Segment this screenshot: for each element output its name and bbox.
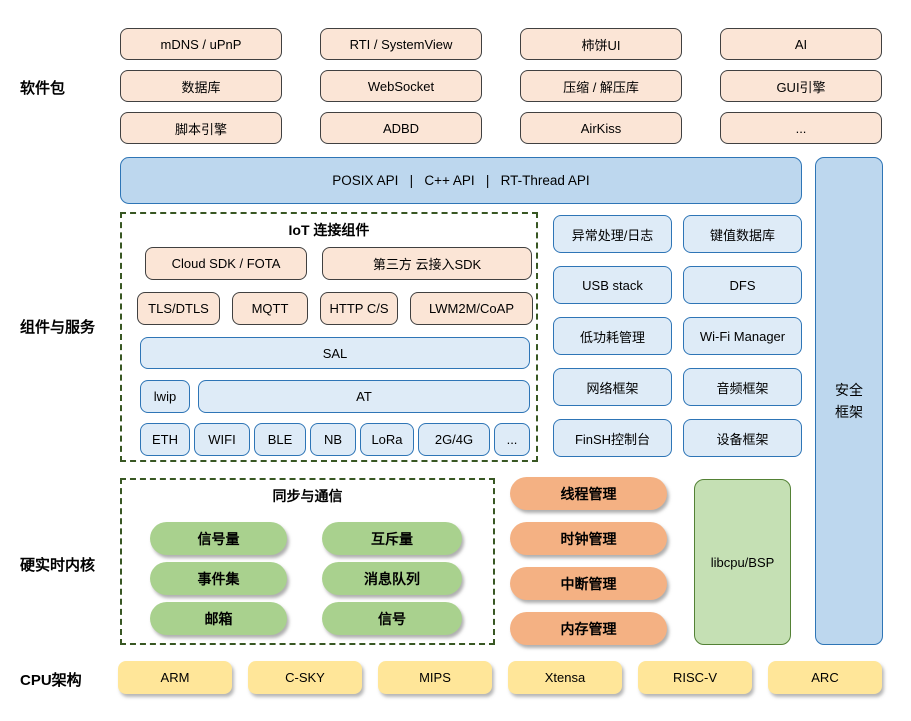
package-box: AI [720,28,882,60]
sync-item: 邮箱 [150,602,287,635]
package-box: AirKiss [520,112,682,144]
service-box: 键值数据库 [683,215,802,253]
package-box: WebSocket [320,70,482,102]
cpu-arch-box: Xtensa [508,661,622,694]
link-box: ETH [140,423,190,456]
cpu-arch-box: RISC-V [638,661,752,694]
iot-components-group: IoT 连接组件 Cloud SDK / FOTA 第三方 云接入SDK TLS… [120,212,538,462]
package-box: 脚本引擎 [120,112,282,144]
iot-group-title: IoT 连接组件 [288,222,370,238]
package-box: RTI / SystemView [320,28,482,60]
security-framework-label-line1: 安全 [835,381,863,398]
service-box: DFS [683,266,802,304]
at-box: AT [198,380,530,413]
service-box: 设备框架 [683,419,802,457]
protocol-box: HTTP C/S [320,292,398,325]
lwip-box: lwip [140,380,190,413]
sal-box: SAL [140,337,530,369]
sync-item: 信号 [322,602,462,635]
section-label-cpu: CPU架构 [20,672,82,689]
service-box: Wi-Fi Manager [683,317,802,355]
services-group: 异常处理/日志 键值数据库 USB stack DFS 低功耗管理 Wi-Fi … [553,215,802,457]
sync-group-title: 同步与通信 [272,488,343,504]
iot-cloud-row: Cloud SDK / FOTA 第三方 云接入SDK [145,247,532,280]
section-label-packages: 软件包 [20,80,66,97]
section-label-kernel: 硬实时内核 [20,557,96,574]
protocol-box: TLS/DTLS [137,292,220,325]
link-box: LoRa [360,423,414,456]
package-box: 压缩 / 解压库 [520,70,682,102]
sync-item: 信号量 [150,522,287,555]
protocol-box: MQTT [232,292,308,325]
security-framework-label-line2: 框架 [835,404,863,420]
software-packages-group: mDNS / uPnP RTI / SystemView 柿饼UI AI 数据库… [120,28,882,144]
section-label-components: 组件与服务 [20,319,96,336]
link-box: BLE [254,423,306,456]
package-box: ADBD [320,112,482,144]
mgmt-item: 时钟管理 [510,522,667,555]
security-framework-bar: 安全 框架 [815,157,883,645]
link-box: NB [310,423,356,456]
cloud-sdk-box: Cloud SDK / FOTA [145,247,307,280]
sync-communication-group: 同步与通信 信号量 互斥量 事件集 消息队列 邮箱 信号 [120,478,495,645]
sync-items-grid: 信号量 互斥量 事件集 消息队列 邮箱 信号 [150,522,462,635]
link-box: ... [494,423,530,456]
sync-item: 事件集 [150,562,287,595]
iot-at-row: lwip AT [140,380,530,413]
iot-protocol-row: TLS/DTLS MQTT HTTP C/S LWM2M/CoAP [137,292,533,325]
package-box: GUI引擎 [720,70,882,102]
service-box: 音频框架 [683,368,802,406]
sync-item: 互斥量 [322,522,462,555]
cpu-architectures-group: ARM C-SKY MIPS Xtensa RISC-V ARC [118,661,882,694]
cpu-arch-box: ARM [118,661,232,694]
libcpu-bsp-box: libcpu/BSP [694,479,791,645]
service-box: FinSH控制台 [553,419,672,457]
iot-link-row: ETH WIFI BLE NB LoRa 2G/4G ... [140,423,530,456]
package-box: mDNS / uPnP [120,28,282,60]
sync-item: 消息队列 [322,562,462,595]
mgmt-item: 中断管理 [510,567,667,600]
link-box: 2G/4G [418,423,490,456]
service-box: USB stack [553,266,672,304]
package-box: 柿饼UI [520,28,682,60]
cpu-arch-box: ARC [768,661,882,694]
cpu-arch-box: C-SKY [248,661,362,694]
kernel-management-group: 线程管理 时钟管理 中断管理 内存管理 [510,477,667,645]
service-box: 低功耗管理 [553,317,672,355]
service-box: 异常处理/日志 [553,215,672,253]
mgmt-item: 内存管理 [510,612,667,645]
mgmt-item: 线程管理 [510,477,667,510]
link-box: WIFI [194,423,250,456]
thirdparty-sdk-box: 第三方 云接入SDK [322,247,532,280]
package-box: ... [720,112,882,144]
cpu-arch-box: MIPS [378,661,492,694]
service-box: 网络框架 [553,368,672,406]
protocol-box: LWM2M/CoAP [410,292,533,325]
api-layer-bar: POSIX API | C++ API | RT-Thread API [120,157,802,204]
package-box: 数据库 [120,70,282,102]
